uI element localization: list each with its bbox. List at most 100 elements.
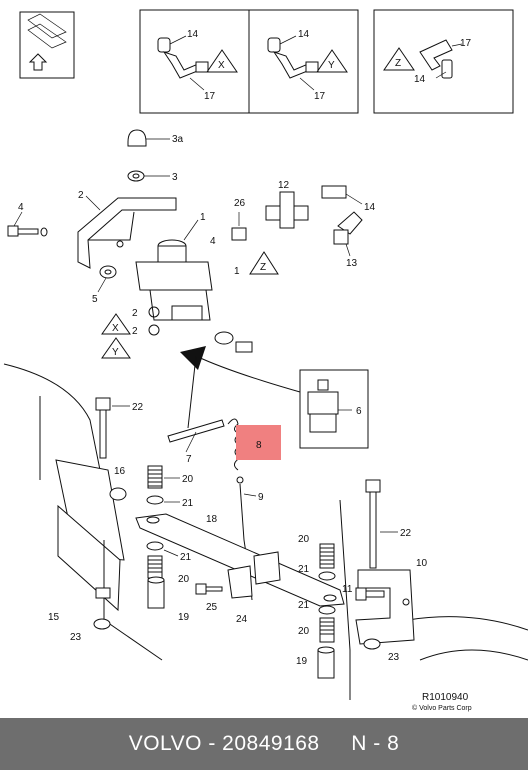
callout-5: 5 (92, 294, 98, 305)
fitting-26 (231, 212, 247, 241)
view-z-marker: Z (249, 251, 279, 275)
view-y-triangle: Y (316, 49, 348, 73)
bracket-10 (355, 569, 415, 645)
cap-6 (307, 379, 339, 433)
drawing-reference: R1010940 (422, 692, 469, 703)
callout-8: 8 (256, 440, 262, 451)
callout-16: 16 (114, 466, 126, 477)
part-number-text: VOLVO - 20849168 N - 8 (128, 732, 400, 755)
callout-13: 13 (346, 258, 358, 269)
callout-14-detail-z: 14 (414, 74, 426, 85)
callout-2-left: 2 (132, 308, 138, 319)
bracket-2 (77, 197, 177, 269)
callout-20-lower-right: 20 (298, 626, 310, 637)
spring-20-upper-right (319, 543, 335, 569)
callout-26: 26 (234, 198, 246, 209)
callout-25: 25 (206, 602, 218, 613)
bracket-15 (95, 587, 111, 599)
svg-text:Y: Y (328, 60, 335, 71)
view-orientation-icon (19, 11, 75, 79)
dust-cap-3a (127, 129, 147, 147)
callout-20-lower-left: 20 (178, 574, 190, 585)
bolt-25 (195, 583, 223, 595)
washer-21-lower-left (146, 541, 164, 551)
nut-16 (109, 487, 127, 501)
view-z-triangle: Z (383, 47, 415, 71)
detail-frame-z (373, 9, 514, 114)
bolt-4 (7, 225, 48, 237)
bolt-22 (95, 397, 111, 459)
callout-22: 22 (132, 402, 144, 413)
nut-23-left (93, 618, 111, 630)
callout-2-left-lower: 2 (132, 326, 138, 337)
callout-18: 18 (206, 514, 218, 525)
bushing-19-right (317, 646, 335, 679)
view-y-marker: Y (101, 337, 131, 359)
bracket-24 (227, 551, 281, 599)
bolt-22-right (365, 479, 381, 569)
detail-x-fitting (157, 35, 209, 91)
callout-21-upper-right: 21 (298, 564, 310, 575)
part-number-banner: VOLVO - 20849168 N - 8 (0, 718, 528, 770)
callout-22-right: 22 (400, 528, 412, 539)
bushing-19-left (147, 576, 165, 609)
callout-23-left: 23 (70, 632, 82, 643)
callout-17-detail-y: 17 (314, 91, 326, 102)
detail-z-fitting (419, 39, 463, 79)
detail-y-fitting (267, 35, 319, 91)
callout-4-fitting: 4 (210, 236, 216, 247)
callout-3a: 3a (172, 134, 184, 145)
callout-21-lower-right: 21 (298, 600, 310, 611)
link-18 (135, 513, 345, 607)
callout-20-upper-right: 20 (298, 534, 310, 545)
callout-19-right: 19 (296, 656, 308, 667)
callout-12: 12 (278, 180, 290, 191)
tee-connector-12 (265, 191, 309, 229)
callout-17-detail-x: 17 (204, 91, 216, 102)
callout-20-upper-left: 20 (182, 474, 194, 485)
spring-20-lower-left (147, 555, 163, 579)
callout-14-main: 14 (364, 202, 376, 213)
callout-7: 7 (186, 454, 192, 465)
callout-19-left: 19 (178, 612, 190, 623)
callout-21-upper-left: 21 (182, 498, 194, 509)
copyright: © Volvo Parts Corp (412, 704, 472, 712)
callout-17-detail-z: 17 (460, 38, 472, 49)
callout-11: 11 (342, 584, 353, 595)
callout-24: 24 (236, 614, 248, 625)
callout-9: 9 (258, 492, 264, 503)
union-fitting (214, 331, 253, 353)
callout-6: 6 (356, 406, 362, 417)
callout-15: 15 (48, 612, 60, 623)
washer-21-upper-left (146, 495, 164, 505)
svg-text:Z: Z (395, 58, 401, 69)
washer-21-upper-right (318, 571, 336, 581)
callout-1: 1 (200, 212, 206, 223)
callout-21-lower-left: 21 (180, 552, 192, 563)
nut-5 (99, 265, 117, 279)
svg-text:Y: Y (112, 347, 119, 358)
parts-diagram: 14 17 X 14 17 Y Z 17 14 3a 3 (3, 9, 528, 712)
lever-7 (167, 419, 225, 443)
highlight-callout-8 (236, 425, 281, 460)
callout-4: 4 (18, 202, 24, 213)
callout-23-right: 23 (388, 652, 400, 663)
callout-1-outlet: 1 (234, 266, 240, 277)
callout-14-detail-y: 14 (298, 29, 310, 40)
callout-14-detail-x: 14 (187, 29, 199, 40)
bolt-11 (355, 587, 385, 601)
fitting-14 (321, 185, 363, 205)
washer-21-lower-right (318, 605, 336, 615)
callout-10: 10 (416, 558, 428, 569)
callout-2: 2 (78, 190, 84, 201)
callout-3: 3 (172, 172, 178, 183)
chassis-frame (3, 363, 528, 700)
view-x-marker: X (101, 313, 131, 335)
nut-3 (127, 170, 145, 182)
spring-20-lower-right (319, 617, 335, 643)
svg-text:X: X (112, 323, 119, 334)
nut-23-right (363, 638, 381, 650)
view-x-triangle: X (206, 49, 238, 73)
valve-fitting-13 (333, 211, 363, 257)
svg-text:X: X (218, 60, 225, 71)
